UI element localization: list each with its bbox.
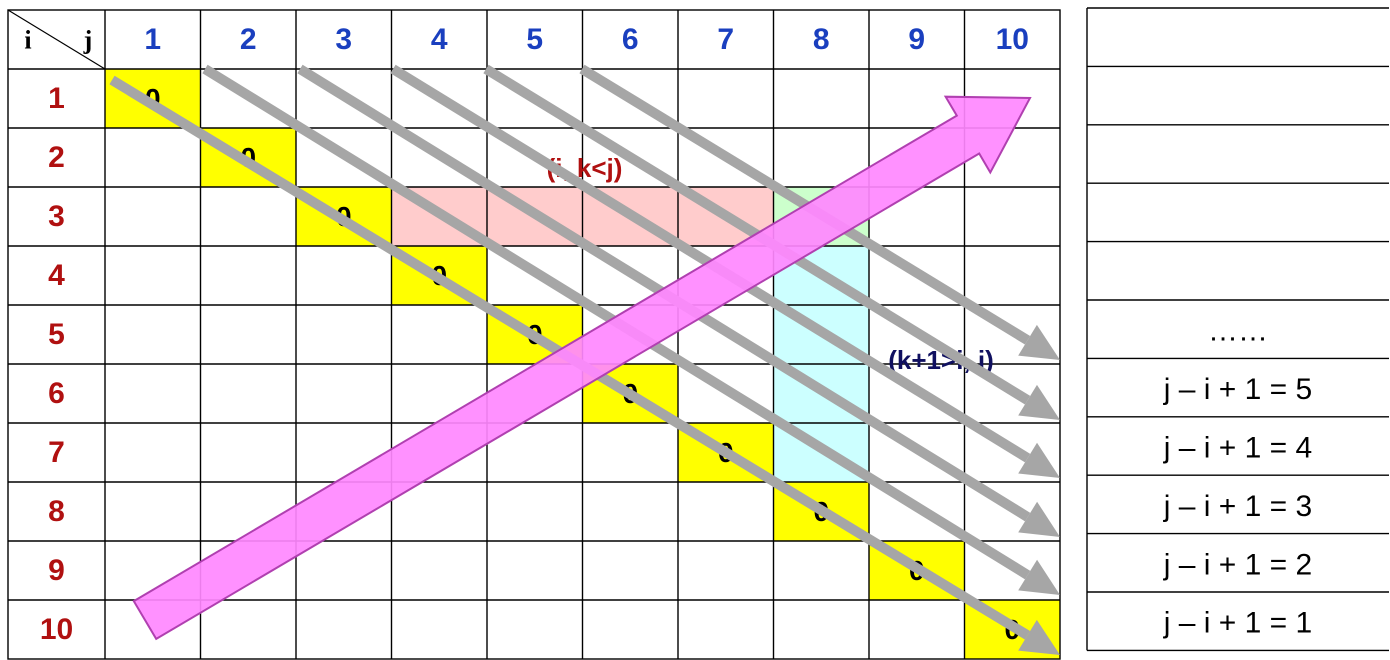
column-header: 2: [240, 23, 257, 56]
side-table-cell: ……: [1208, 315, 1268, 348]
grid-border: [7, 9, 1061, 660]
row-header: 4: [48, 259, 65, 292]
side-table-cell: j – i + 1 = 2: [1163, 548, 1312, 581]
side-table-lines: [1086, 7, 1389, 652]
corner-row-label: i: [24, 26, 31, 55]
row-header: 5: [48, 318, 65, 351]
column-header: 3: [335, 23, 352, 56]
diagonal-cell: [105, 69, 201, 128]
row-header: 2: [48, 141, 65, 174]
arrow-head: [1018, 619, 1060, 655]
column-header: 6: [622, 23, 639, 56]
corner-col-label: j: [83, 26, 93, 55]
row-header: 3: [48, 200, 65, 233]
arrow-head: [1018, 442, 1060, 478]
magenta-direction-arrow: [132, 95, 1032, 641]
column-header: 7: [717, 23, 734, 56]
arrow-head: [1018, 559, 1060, 595]
column-header: 9: [908, 23, 925, 56]
row-header: 7: [48, 436, 65, 469]
column-header: 10: [996, 23, 1029, 56]
column-header: 5: [526, 23, 543, 56]
column-header: 8: [813, 23, 830, 56]
arrow-head: [1018, 384, 1060, 420]
row-header: 9: [48, 554, 65, 587]
side-table-cell: j – i + 1 = 4: [1163, 432, 1312, 465]
side-table-cell: j – i + 1 = 1: [1163, 607, 1312, 640]
row-header: 10: [40, 613, 73, 646]
side-table-cell: j – i + 1 = 3: [1163, 490, 1312, 523]
column-header: 4: [431, 23, 448, 56]
column-header: 1: [144, 23, 161, 56]
row-header: 1: [48, 82, 65, 115]
row-header: 6: [48, 377, 65, 410]
row-header: 8: [48, 495, 65, 528]
corner-diagonal-line: [7, 9, 106, 70]
side-table-cell: j – i + 1 = 5: [1163, 373, 1312, 406]
arrow-head: [1018, 501, 1060, 537]
arrow-head: [1018, 324, 1060, 360]
